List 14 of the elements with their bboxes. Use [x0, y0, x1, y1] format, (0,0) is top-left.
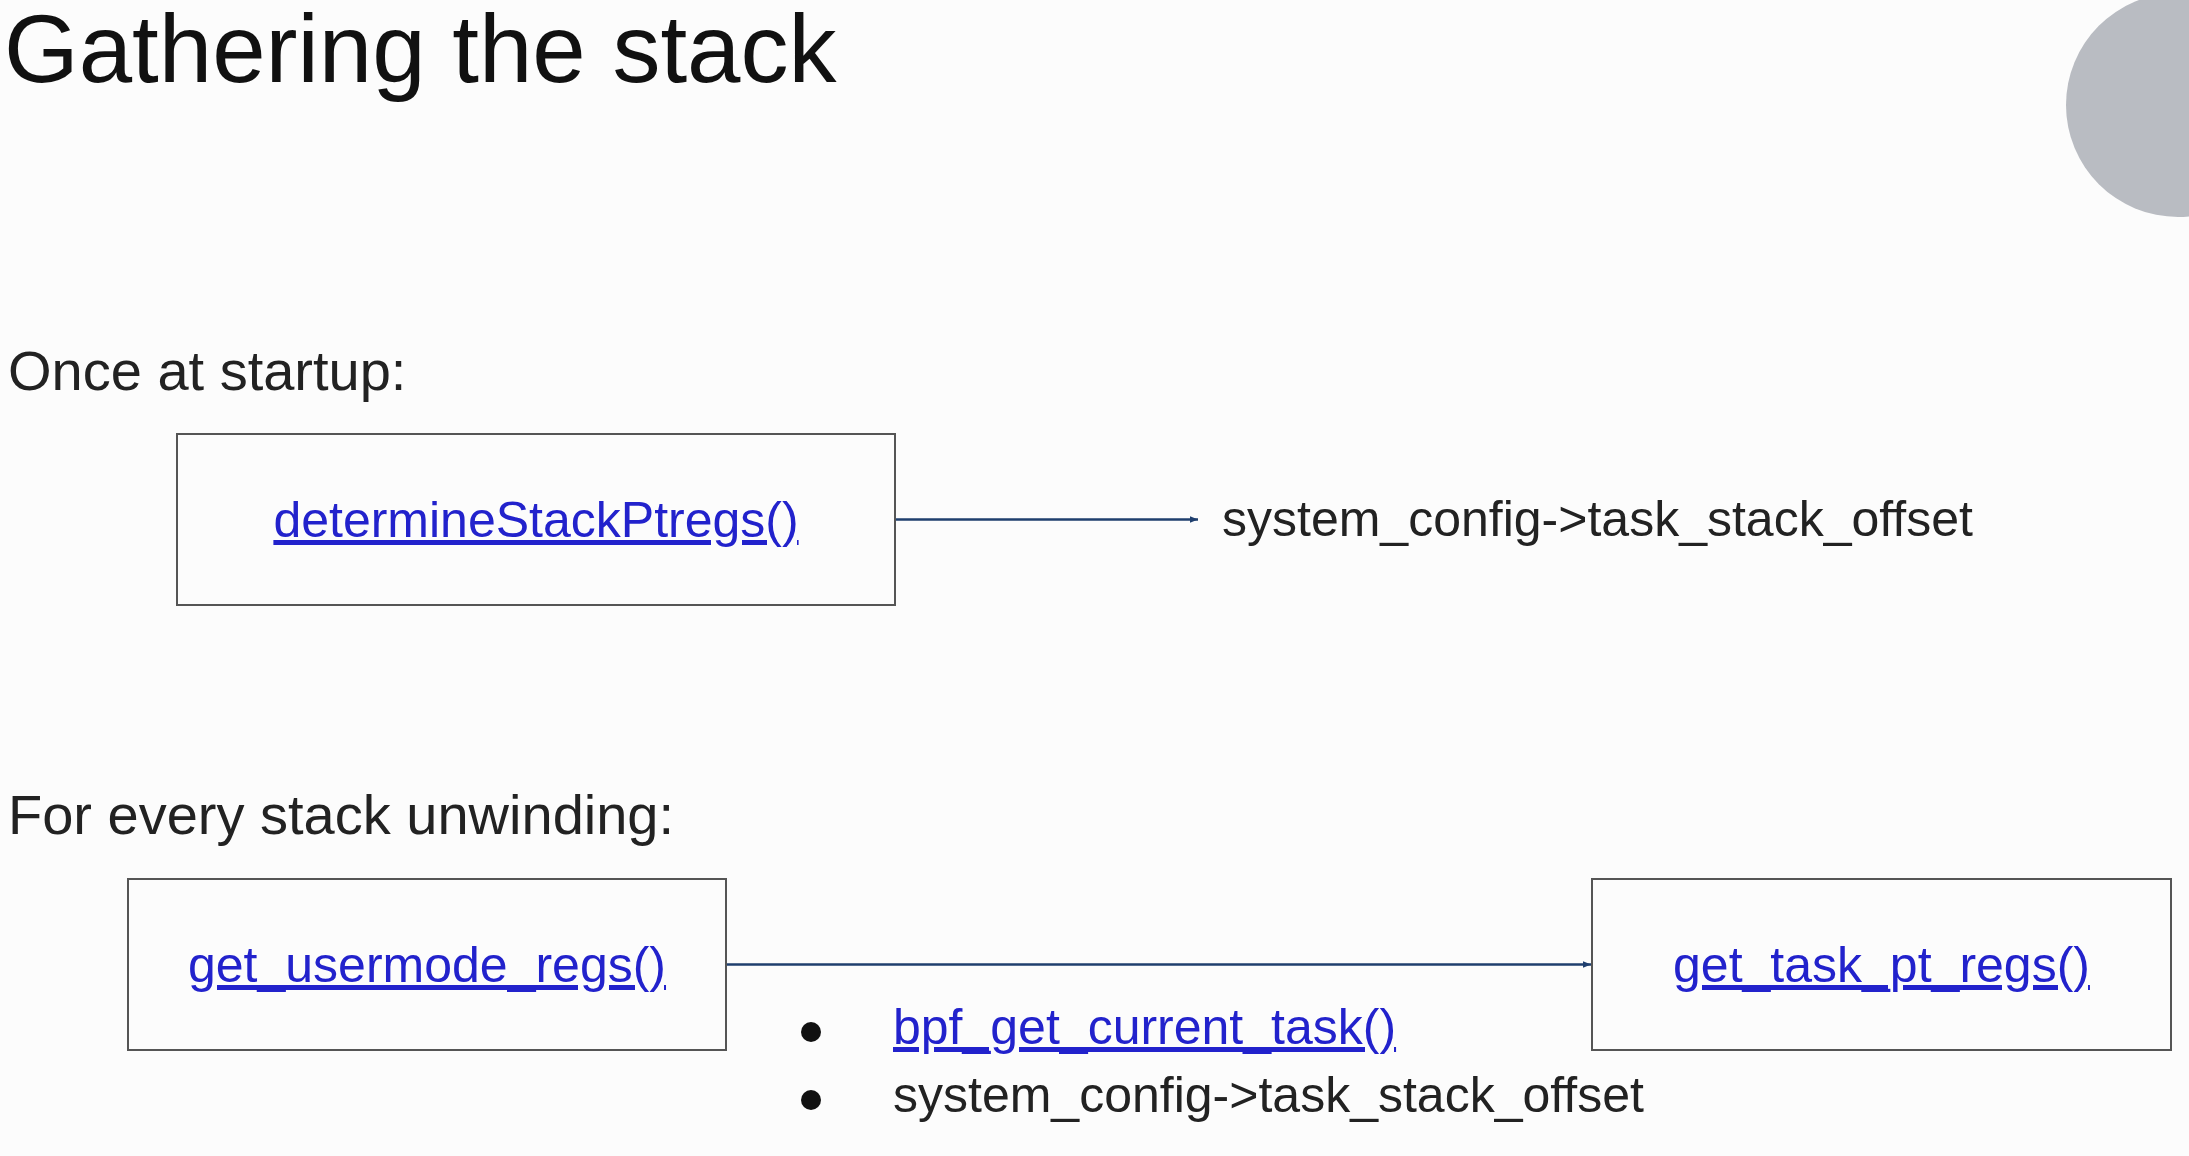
function-link: determineStackPtregs() [273, 490, 799, 549]
output-text: system_config->task_stack_offset [1222, 489, 2052, 549]
arrow [727, 961, 1591, 968]
list-item: system_config->task_stack_offset [893, 1066, 1644, 1124]
function-link: get_usermode_regs() [188, 935, 666, 994]
section-heading: For every stack unwinding: [8, 782, 675, 847]
slide-title: Gathering the stack [4, 0, 837, 104]
function-link: bpf_get_current_task() [893, 998, 1397, 1056]
function-box [127, 878, 727, 1051]
function-box [1591, 878, 2172, 1051]
function-box [176, 433, 896, 606]
section-heading: Once at startup: [8, 338, 407, 403]
function-link: get_task_pt_regs() [1673, 935, 2090, 994]
arrow [896, 516, 1198, 523]
